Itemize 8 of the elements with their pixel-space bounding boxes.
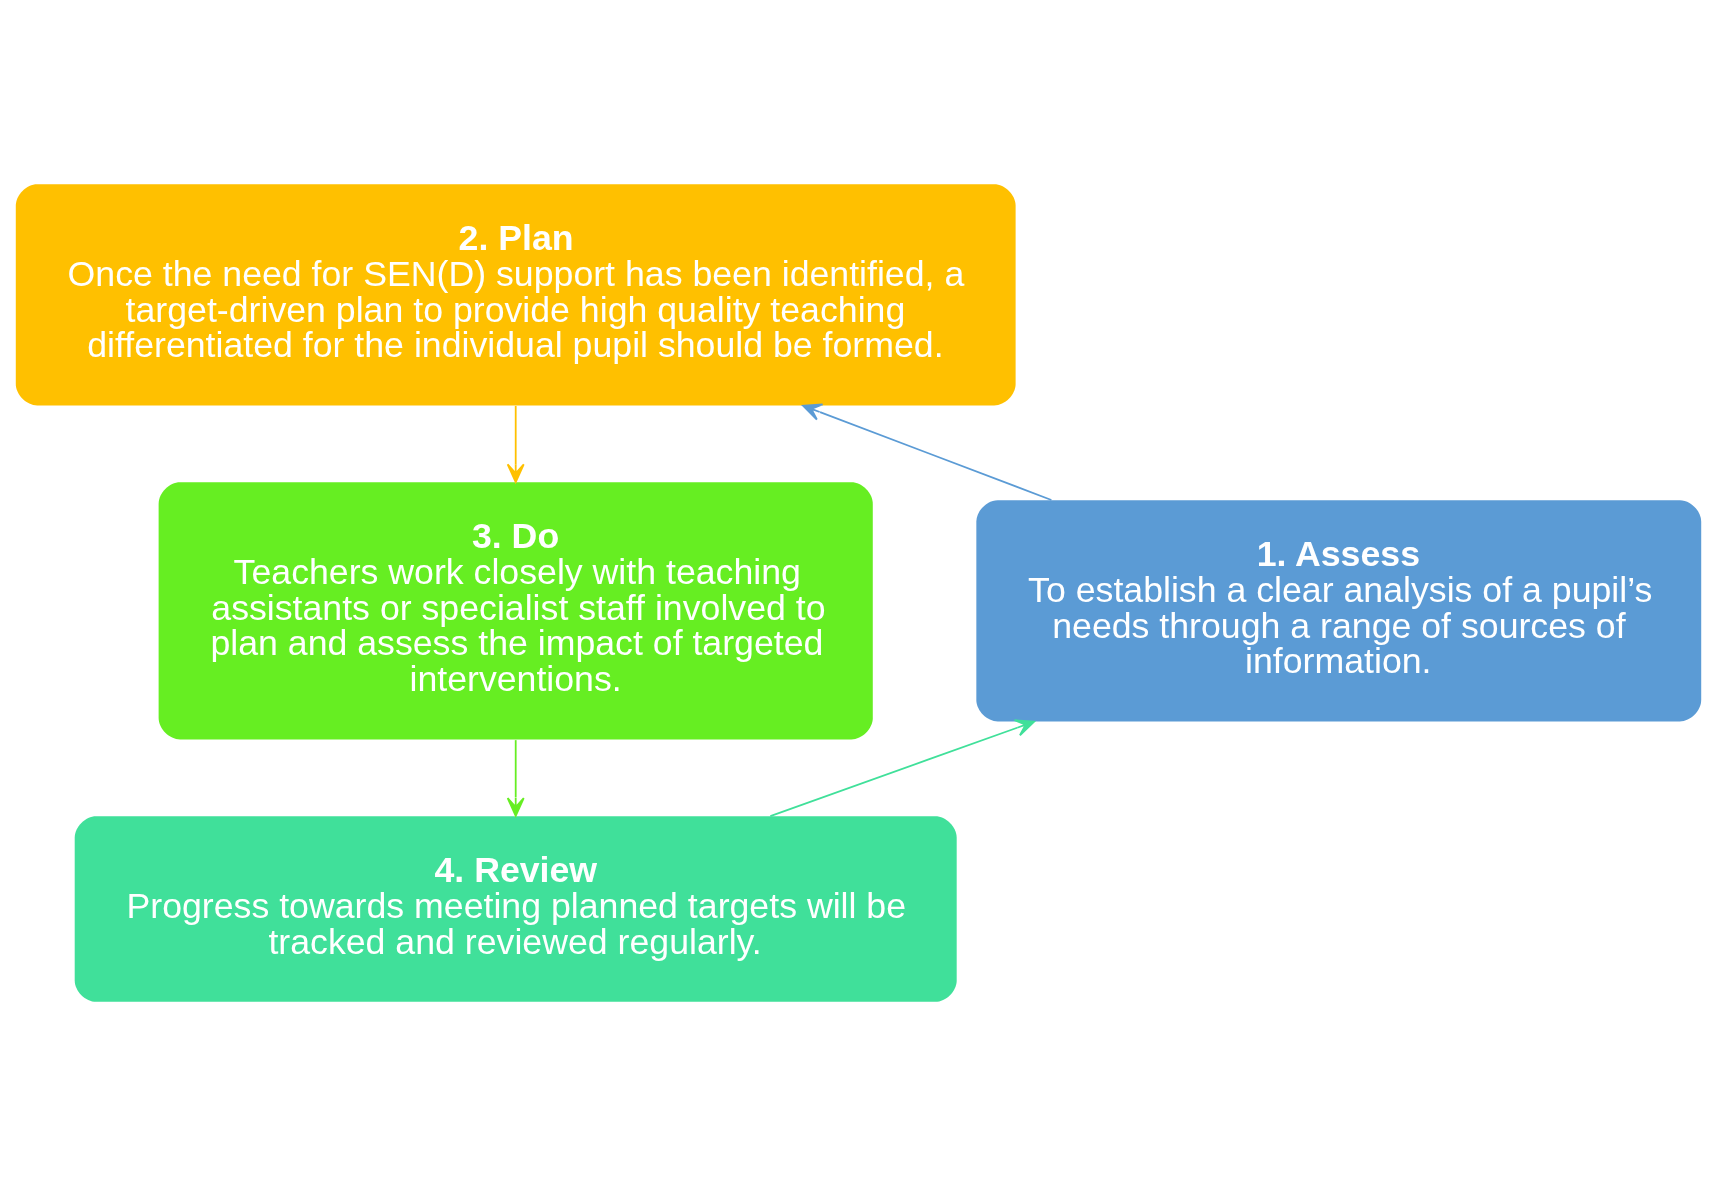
arrow [506, 738, 525, 817]
node-box: 1. Assess To establish a clear analysis of a pupil’s needs through a range of sources of information. [976, 499, 1702, 722]
node-box: 3. Do Teachers work closely with teaching assistants or specialist staff involved to plan and assess the impact of targeted interventions. [158, 481, 873, 739]
arrow [506, 404, 525, 483]
node-box: 4. Review Progress towards meeting planned targets will be tracked and reviewed regularly. [74, 815, 957, 1002]
node-box: 2. Plan Once the need for SEN(D) support has been identified, a target-driven plan to provide high quality teaching differentiated for the individual pupil should be formed. [15, 183, 1016, 406]
arrow [769, 718, 1035, 817]
arrow [802, 403, 1053, 501]
